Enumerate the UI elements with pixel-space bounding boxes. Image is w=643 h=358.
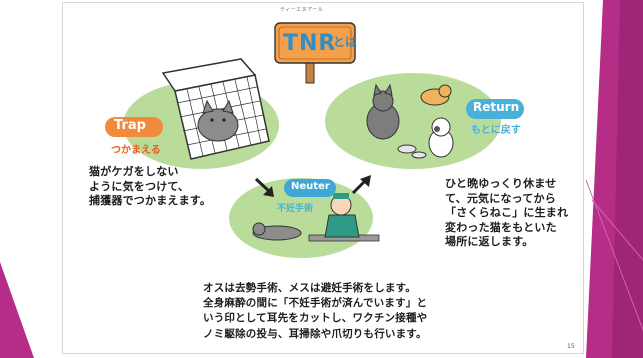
bottom-line-2: 全身麻酔の間に「不妊手術が済んでいます」と <box>203 297 428 310</box>
illustration-layer <box>105 22 524 258</box>
return-description: ひと晩ゆっくり休ませ て、元気になってから 「さくらねこ」に生まれ 変わった猫を… <box>445 177 568 250</box>
return-desc-line-1: ひと晩ゆっくり休ませ <box>445 177 557 190</box>
decor-line-2 <box>591 199 643 261</box>
bottom-line-4: ノミ駆除の投与、耳掃除や爪切りも行います。 <box>203 327 427 340</box>
trap-subtitle: つかまえる <box>111 145 161 156</box>
return-cats-icon <box>366 83 454 158</box>
return-subtitle: もとに戻す <box>471 125 521 136</box>
return-desc-line-5: 場所に返します。 <box>445 235 534 249</box>
trap-label: Trap <box>114 118 146 133</box>
book-page: ティーエヌアール TNR とは Trap つかまえる 猫がケガをしない ように気… <box>62 2 584 354</box>
magenta-corner-left <box>0 262 34 358</box>
return-desc-line-4: 変わった猫をもといた <box>445 220 557 234</box>
vet-icon <box>308 193 380 242</box>
trap-desc-line-2: ように気をつけて、 <box>89 179 190 193</box>
bottom-line-1: オスは去勢手術、メスは避妊手術をします。 <box>203 282 416 294</box>
page-number: 15 <box>567 343 575 350</box>
trap-desc-line-1: 猫がケガをしない <box>89 165 179 178</box>
neuter-description: オスは去勢手術、メスは避妊手術をします。 全身麻酔の間に「不妊手術が済んでいます… <box>203 281 427 342</box>
bottom-line-3: いう印として耳先をカットし、ワクチン接種や <box>203 312 428 325</box>
sleeping-cat-icon <box>252 222 302 241</box>
header-ruby: ティーエヌアール <box>280 7 324 13</box>
tnr-sign-title: TNR <box>283 31 337 56</box>
trap-pill <box>105 117 163 137</box>
return-desc-line-2: て、元気になってから <box>445 191 556 205</box>
neuter-pill <box>284 179 336 197</box>
trap-desc-line-3: 捕獲器でつかまえます。 <box>89 194 212 208</box>
return-label: Return <box>473 100 520 114</box>
return-pill <box>466 99 524 119</box>
caged-cat-icon <box>197 99 239 142</box>
neuter-label: Neuter <box>291 181 330 192</box>
return-desc-line-3: 「さくらねこ」に生まれ <box>445 206 569 220</box>
signpost-icon <box>274 22 356 84</box>
food-bowl-icon <box>397 144 427 159</box>
trap-description: 猫がケガをしない ように気をつけて、 捕獲器でつかまえます。 <box>89 165 211 209</box>
neuter-subtitle: 不妊手術 <box>277 204 314 214</box>
return-green-blob <box>325 73 501 169</box>
decor-line-1 <box>585 179 643 331</box>
tnr-sign-suffix: とは <box>333 35 358 49</box>
arrow-icon <box>254 175 371 197</box>
